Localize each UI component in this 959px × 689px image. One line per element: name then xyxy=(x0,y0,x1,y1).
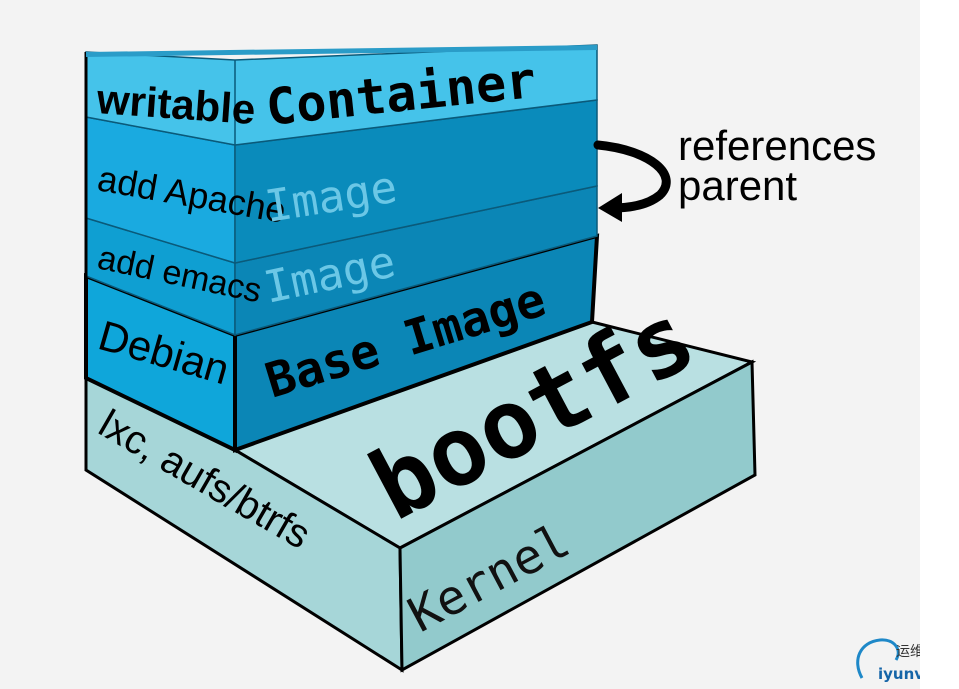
annotation-line1: references xyxy=(678,122,876,169)
kernel-layer xyxy=(84,320,757,673)
arrow-head-icon xyxy=(598,193,622,222)
kernel-front-face xyxy=(398,359,757,673)
container-top-edge xyxy=(86,45,597,57)
right-margin xyxy=(920,0,959,689)
watermark-logo-icon xyxy=(856,638,900,679)
image-apache-layer xyxy=(85,99,598,265)
container-side-label: writable xyxy=(94,75,257,133)
references-parent-annotation: references parent xyxy=(593,122,876,222)
curved-arrow-icon xyxy=(593,140,671,213)
container-layer xyxy=(84,44,598,470)
annotation-line2: parent xyxy=(678,162,797,209)
